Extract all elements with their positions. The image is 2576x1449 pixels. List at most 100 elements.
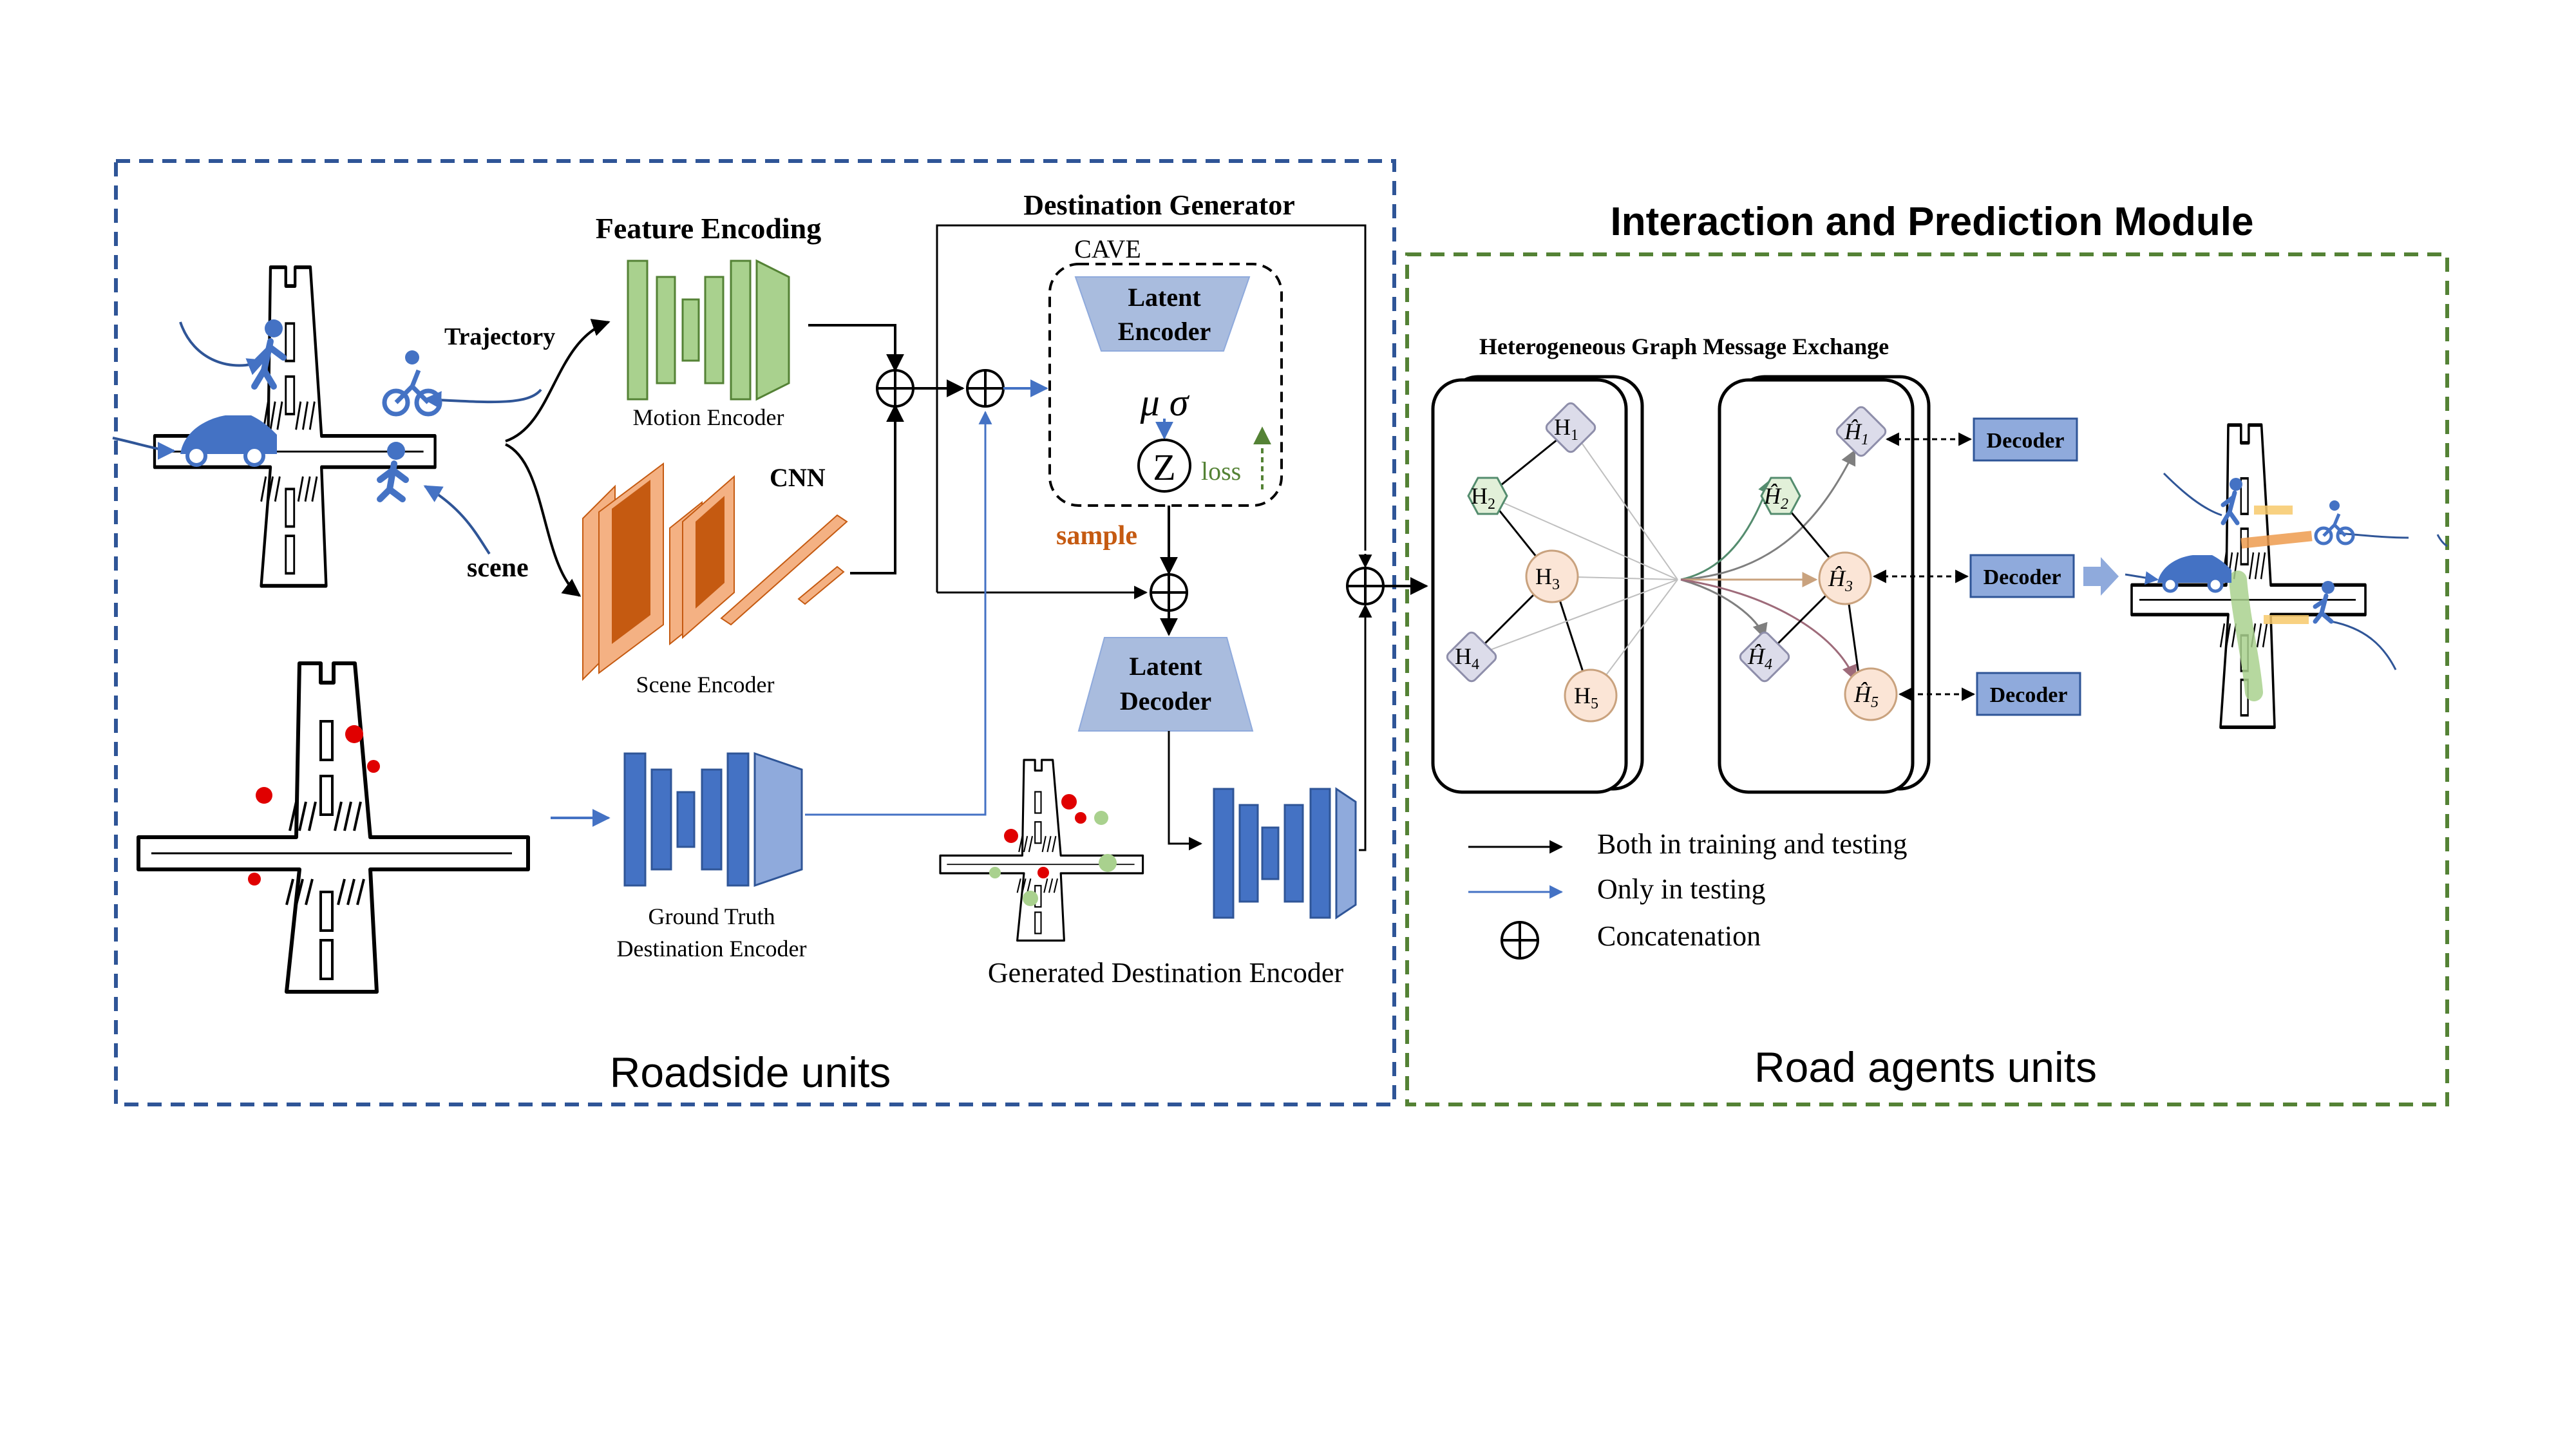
feature-encoding-title: Feature Encoding (596, 212, 822, 245)
generated-to-final-concat-arrow (1358, 603, 1372, 851)
roadside-panel (114, 159, 1396, 1106)
latent-encoder-block (1074, 276, 1251, 352)
latent-encoder-label-2: Encoder (1118, 317, 1211, 346)
decoder-2: Decoder (1872, 554, 2075, 598)
loss-label: loss (1201, 457, 1241, 486)
output-edge-trajectory (2436, 534, 2448, 547)
msg-to-h1-arrow (1680, 449, 1856, 581)
gt-encoder-block (623, 752, 803, 887)
svg-text:Decoder: Decoder (1984, 565, 2061, 589)
motion-encoder-label: Motion Encoder (633, 404, 784, 430)
concat-symbol-2 (966, 369, 1005, 408)
legend-testing-label: Only in testing (1597, 873, 1766, 905)
car-trajectory (112, 437, 176, 460)
road-agents-units-label: Road agents units (1754, 1043, 2097, 1091)
destination-points (248, 725, 380, 886)
trajectory-label: Trajectory (444, 323, 555, 350)
svg-text:Ĥ5: Ĥ5 (1853, 681, 1879, 711)
latent-encoder-label-1: Latent (1128, 283, 1201, 312)
svg-text:H2: H2 (1471, 483, 1495, 513)
svg-text:Ĥ1: Ĥ1 (1844, 419, 1869, 448)
roadside-units-label: Roadside units (610, 1048, 891, 1096)
road-agents-panel (1405, 252, 2449, 1106)
generated-intersection (939, 759, 1144, 942)
output-arrow (2083, 557, 2119, 596)
svg-text:Decoder: Decoder (1987, 429, 2065, 453)
output-car-icon (2157, 555, 2231, 593)
legend-concat-label: Concatenation (1597, 920, 1761, 952)
svg-text:H4: H4 (1455, 643, 1479, 673)
output-cyclist-icon (2314, 500, 2355, 545)
latent-decoder-label-1: Latent (1129, 652, 1202, 681)
svg-text:H5: H5 (1574, 683, 1598, 712)
motion-encoder-block (627, 259, 790, 401)
bottom-intersection (138, 663, 528, 992)
concat-symbol-3 (1150, 573, 1188, 612)
gt-encoder-label-1: Ground Truth (648, 904, 775, 929)
cyclist-trajectory (423, 388, 542, 410)
z-label: Z (1153, 446, 1175, 488)
mu-sigma-label: μ σ (1140, 381, 1190, 424)
sample-label: sample (1056, 521, 1137, 551)
decoder-3: Decoder (1898, 672, 2081, 716)
node-h2-hat: Ĥ2 (1760, 477, 1801, 515)
cyclist-icon (382, 350, 442, 417)
svg-text:Ĥ3: Ĥ3 (1828, 565, 1853, 595)
interaction-module-title: Interaction and Prediction Module (1611, 200, 2254, 244)
legend-concat-symbol (1501, 921, 1539, 960)
concat-symbol-final (1346, 567, 1385, 605)
node-h3: H3 (1525, 549, 1579, 603)
decoder-1: Decoder (1885, 417, 2078, 462)
decoder-to-generated-arrow (1168, 731, 1203, 851)
svg-text:Decoder: Decoder (1990, 683, 2068, 707)
output-car-trajectory (2125, 571, 2159, 585)
walker-trajectory (423, 485, 491, 555)
scene-to-concat-arrow (850, 404, 904, 574)
node-h5-hat: Ĥ5 (1844, 667, 1898, 721)
output-bike-trajectory (2337, 532, 2409, 539)
node-h2: H2 (1467, 477, 1508, 515)
svg-text:Ĥ4: Ĥ4 (1747, 643, 1772, 673)
node-h4-hat: Ĥ4 (1739, 631, 1790, 683)
generated-points (989, 794, 1117, 906)
cnn-label: CNN (770, 463, 826, 492)
destination-generator-frame (936, 224, 1367, 592)
legend-both-label: Both in training and testing (1597, 828, 1908, 860)
svg-text:H1: H1 (1554, 414, 1578, 444)
output-walker-icon (2313, 581, 2334, 624)
output-ped-trajectory (2163, 472, 2222, 516)
node-h3-hat: Ĥ3 (1818, 551, 1872, 605)
node-h1-hat: Ĥ1 (1835, 406, 1887, 457)
msg-to-h5-arrow (1680, 578, 1857, 681)
svg-text:H3: H3 (1535, 564, 1560, 593)
pedestrian-trajectory (179, 321, 266, 375)
node-h1: H1 (1545, 402, 1596, 453)
cave-label: CAVE (1074, 234, 1141, 263)
latent-decoder-label-2: Decoder (1120, 687, 1211, 715)
car-icon (180, 415, 277, 467)
output-walker-trajectory (2331, 620, 2397, 670)
destination-generator-title: Destination Generator (1023, 189, 1295, 221)
scene-encoder-block (582, 462, 848, 681)
node-h4: H4 (1446, 631, 1497, 683)
svg-text:Ĥ2: Ĥ2 (1763, 483, 1788, 513)
to-scene-encoder-arrow (505, 443, 582, 597)
top-intersection (155, 267, 435, 586)
to-motion-encoder-arrow (505, 319, 611, 442)
graph-title: Heterogeneous Graph Message Exchange (1479, 334, 1889, 359)
motion-to-concat-arrow (808, 324, 904, 372)
walker-icon (377, 442, 409, 502)
gt-to-concat2-arrow (805, 410, 992, 816)
generated-encoder-label: Generated Destination Encoder (988, 957, 1344, 989)
prediction-overlays (2229, 506, 2313, 701)
z-node (1137, 439, 1191, 493)
msg-to-h4-arrow (1680, 578, 1768, 639)
scene-encoder-label: Scene Encoder (636, 672, 775, 697)
gt-encoder-label-2: Destination Encoder (617, 936, 807, 961)
graph-panel-right (1718, 378, 1915, 794)
output-pedestrian-icon (2221, 478, 2242, 526)
legend: Both in training and testing Only in tes… (1468, 828, 1908, 960)
scene-label: scene (467, 553, 529, 583)
node-h5: H5 (1564, 668, 1618, 723)
